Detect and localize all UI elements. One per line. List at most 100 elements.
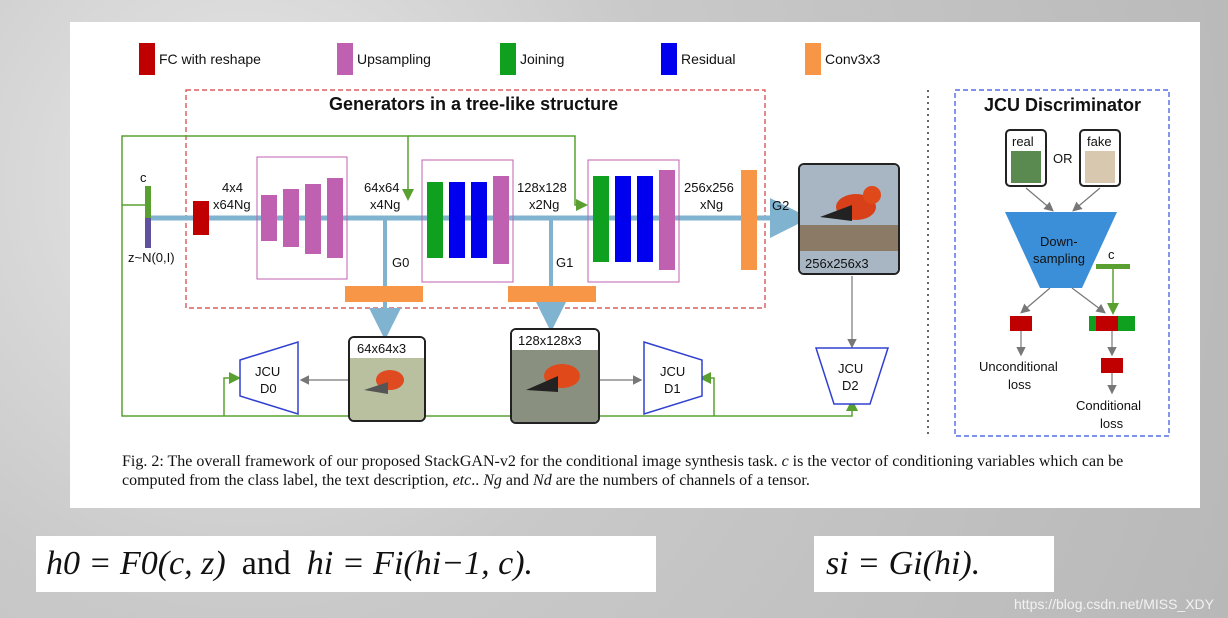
stage1-channels: x4Ng bbox=[370, 197, 401, 212]
uncond-loss-1: Unconditional bbox=[979, 359, 1058, 374]
fake-label: fake bbox=[1087, 134, 1112, 149]
caption-nd: Nd bbox=[533, 472, 552, 489]
disc-c-label: c bbox=[1108, 247, 1115, 262]
stage1-box bbox=[256, 156, 348, 280]
d2-shape bbox=[814, 347, 890, 405]
d2-label-1: JCU bbox=[838, 361, 864, 376]
stage1-size: 64x64 bbox=[364, 180, 400, 195]
legend-swatch-conv bbox=[805, 43, 821, 75]
stage1-up-2 bbox=[283, 189, 299, 247]
caption-var-c: c bbox=[781, 453, 789, 470]
output-image-256 bbox=[798, 163, 900, 275]
cond-join-red bbox=[1096, 316, 1118, 331]
equation-left-a: h0 = F0(c, z) bbox=[46, 545, 226, 582]
stage3-res-1 bbox=[615, 176, 631, 262]
stage3-box bbox=[587, 159, 680, 283]
figure-panel bbox=[70, 22, 1200, 508]
stage3-size: 256x256 bbox=[684, 180, 734, 195]
stage0-channels: x64Ng bbox=[213, 197, 251, 212]
equation-left-and: and bbox=[241, 545, 291, 582]
stage2-up bbox=[493, 176, 509, 264]
c-feed-top bbox=[121, 135, 414, 206]
g2-label: G2 bbox=[772, 198, 790, 213]
legend-label-fc: FC with reshape bbox=[159, 51, 261, 67]
stage3-up bbox=[659, 170, 675, 270]
stage2-res-2 bbox=[471, 182, 487, 258]
fc-block bbox=[193, 201, 209, 235]
legend-label-upsampling: Upsampling bbox=[357, 51, 431, 67]
arrow-real-down bbox=[1025, 187, 1054, 212]
equation-left-b: hi = Fi(hi−1, c). bbox=[306, 545, 534, 582]
stage0-size: 4x4 bbox=[222, 180, 243, 195]
conv-g0 bbox=[345, 286, 423, 302]
stage2-box bbox=[421, 159, 514, 283]
cond-out-block bbox=[1101, 358, 1123, 373]
d0-shape bbox=[239, 340, 299, 416]
output-image-128 bbox=[510, 328, 600, 424]
caption-etc: etc bbox=[452, 472, 472, 489]
legend-swatch-upsampling bbox=[337, 43, 353, 75]
legend-residual: Residual bbox=[661, 43, 735, 75]
or-label: OR bbox=[1053, 151, 1073, 166]
c-disc-bar bbox=[1096, 264, 1130, 269]
uncond-block bbox=[1010, 316, 1032, 331]
cond-loss-2: loss bbox=[1100, 416, 1124, 431]
caption-prefix: Fig. 2: The overall framework of our pro… bbox=[122, 453, 778, 470]
cond-loss-1: Conditional bbox=[1076, 398, 1142, 413]
down-label-2: sampling bbox=[1033, 251, 1086, 266]
c-input-bar bbox=[145, 186, 151, 218]
caption-middle: is the vector of conditioning variables … bbox=[122, 453, 1124, 489]
legend-swatch-joining bbox=[500, 43, 516, 75]
d0-label-2: D0 bbox=[260, 381, 277, 396]
down-label-1: Down- bbox=[1040, 234, 1078, 249]
equation-left: h0 = F0(c, z) and hi = Fi(hi−1, c). bbox=[36, 536, 656, 592]
output-image-64 bbox=[348, 336, 426, 422]
z-input-bar bbox=[145, 218, 151, 248]
d1-shape bbox=[643, 340, 703, 416]
caption-suffix: are the numbers of channels of a tensor. bbox=[555, 472, 810, 489]
stage2-size: 128x128 bbox=[517, 180, 567, 195]
stage3-join bbox=[593, 176, 609, 262]
stage2-res-1 bbox=[449, 182, 465, 258]
stage3-res-2 bbox=[637, 176, 653, 262]
stage2-channels: x2Ng bbox=[529, 197, 560, 212]
figure-caption: Fig. 2: The overall framework of our pro… bbox=[122, 452, 1182, 490]
watermark: https://blog.csdn.net/MISS_XDY bbox=[1014, 596, 1214, 612]
caption-ng: Ng bbox=[483, 472, 502, 489]
generator-title: Generators in a tree-like structure bbox=[329, 94, 619, 114]
legend-label-conv: Conv3x3 bbox=[825, 51, 881, 67]
conv-g2 bbox=[741, 170, 757, 270]
output-128-label: 128x128x3 bbox=[518, 333, 582, 348]
d2-label-2: D2 bbox=[842, 378, 859, 393]
discriminator-dashed-box bbox=[954, 89, 1170, 437]
stage1-up-4 bbox=[327, 178, 343, 258]
d1-label-1: JCU bbox=[660, 364, 686, 379]
legend-conv: Conv3x3 bbox=[805, 43, 880, 75]
fake-image bbox=[1085, 151, 1115, 183]
uncond-loss-2: loss bbox=[1008, 377, 1032, 392]
output-256-label: 256x256x3 bbox=[805, 256, 869, 271]
arrow-down-cond bbox=[1071, 287, 1106, 314]
output-64-label: 64x64x3 bbox=[357, 341, 407, 356]
legend-upsampling: Upsampling bbox=[337, 43, 431, 75]
stage2-join bbox=[427, 182, 443, 258]
legend-swatch-fc bbox=[139, 43, 155, 75]
stage1-up-3 bbox=[305, 184, 321, 254]
caption-after-etc: .. bbox=[471, 472, 480, 489]
arrow-fake-down bbox=[1072, 187, 1101, 212]
legend-fc: FC with reshape bbox=[139, 43, 261, 75]
stage1-up-1 bbox=[261, 195, 277, 241]
d1-label-2: D1 bbox=[664, 381, 681, 396]
z-label: z~N(0,I) bbox=[128, 250, 175, 265]
g0-label: G0 bbox=[392, 255, 410, 270]
legend-label-residual: Residual bbox=[681, 51, 736, 67]
c-feed-top2 bbox=[408, 135, 588, 211]
c-feed-bottom bbox=[121, 205, 858, 417]
caption-and: and bbox=[505, 472, 530, 489]
downsampling-funnel bbox=[1005, 212, 1117, 288]
real-image bbox=[1011, 151, 1041, 183]
discriminator-title: JCU Discriminator bbox=[984, 95, 1142, 115]
c-label: c bbox=[140, 170, 147, 185]
equation-right: si = Gi(hi). bbox=[814, 536, 1054, 592]
